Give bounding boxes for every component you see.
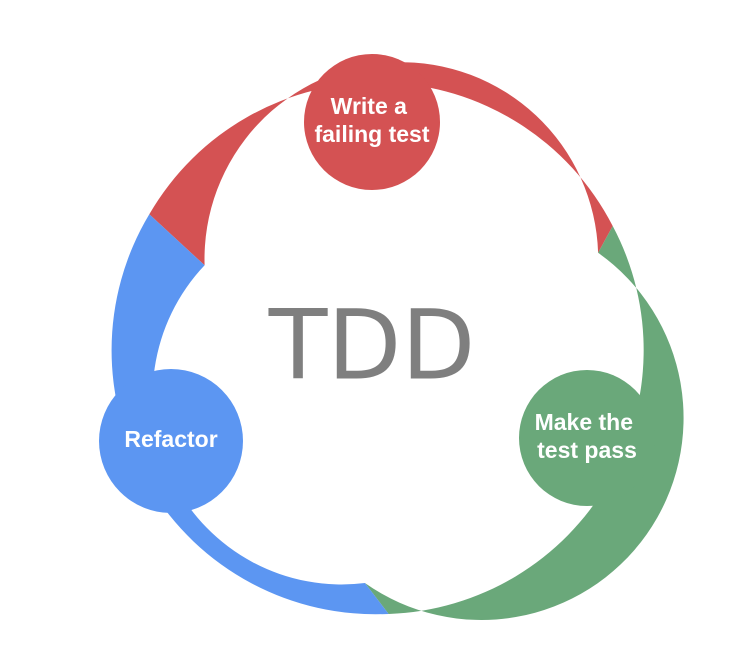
arc-write-failing-test <box>149 62 613 266</box>
stage-label-pass: Make the test pass <box>535 409 640 463</box>
stage-circle-write <box>304 54 440 190</box>
center-label: TDD <box>268 289 475 401</box>
stage-node-write-failing-test: Write a failing test <box>304 54 440 190</box>
stage-label-pass-line-1: Make the <box>535 409 633 435</box>
cycle-ring <box>111 62 684 620</box>
stage-node-refactor: Refactor <box>99 369 243 513</box>
stage-circle-pass <box>519 370 655 506</box>
stage-label-write-line-1: Write a <box>331 93 407 119</box>
stage-label-write-line-2: failing test <box>314 121 429 147</box>
stage-label-refactor: Refactor <box>124 426 217 452</box>
stage-label-refactor-line-1: Refactor <box>124 426 217 452</box>
arc-refactor <box>111 214 389 615</box>
stage-label-write: Write a failing test <box>314 93 429 147</box>
stage-node-make-test-pass: Make the test pass <box>519 370 655 506</box>
arc-make-test-pass <box>364 226 684 620</box>
stage-label-pass-line-2: test pass <box>537 437 637 463</box>
stage-circle-refactor <box>99 369 243 513</box>
